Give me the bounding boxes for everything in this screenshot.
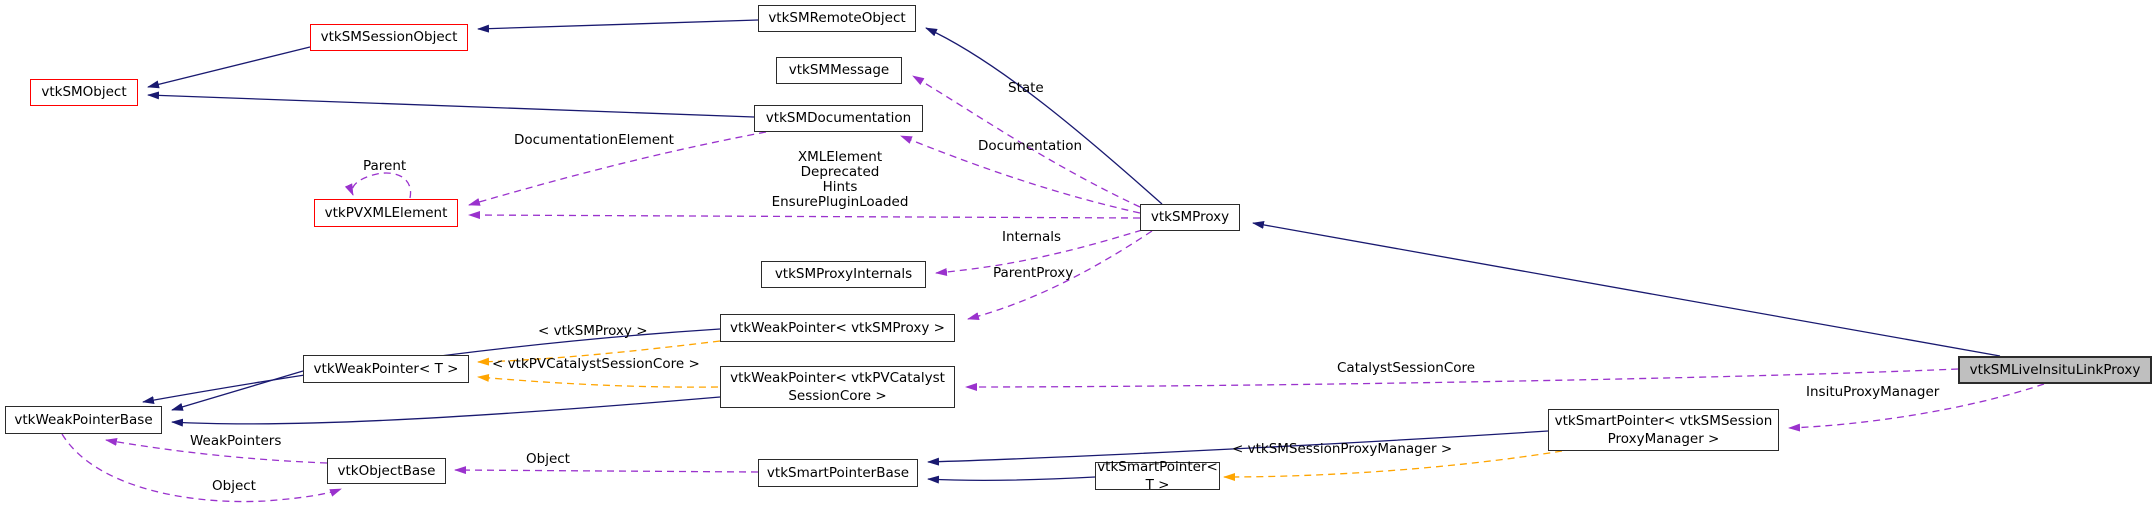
node-vtksmartpointer-vtksmsessionproxymanager[interactable]: vtkSmartPointer< vtkSMSession ProxyManag… <box>1548 409 1779 451</box>
node-vtkweakpointer-vtksmproxy[interactable]: vtkWeakPointer< vtkSMProxy > <box>720 314 955 342</box>
node-vtkweakpointerbase[interactable]: vtkWeakPointerBase <box>5 406 162 434</box>
edge-usage-xmlelement-group <box>468 211 1141 220</box>
edge-usage-parentproxy <box>967 230 1153 321</box>
node-vtksmliveinsitulinkproxy: vtkSMLiveInsituLinkProxy <box>1958 356 2152 384</box>
node-vtksmdocumentation[interactable]: vtkSMDocumentation <box>754 105 923 132</box>
edge-label-catalystsessioncore: CatalystSessionCore <box>1337 360 1476 376</box>
edge-label-object-weak: Object <box>212 478 256 494</box>
edge-inherit-documentation-to-smobject <box>147 91 755 118</box>
node-vtksmartpointerbase[interactable]: vtkSmartPointerBase <box>758 459 918 487</box>
node-vtksmproxy[interactable]: vtkSMProxy <box>1140 204 1240 231</box>
node-vtksmproxyinternals[interactable]: vtkSMProxyInternals <box>761 261 926 288</box>
edge-label-state: State <box>1008 80 1044 96</box>
edge-usage-insituproxymanager <box>1788 383 2045 432</box>
edge-usage-internals <box>935 229 1143 276</box>
edge-usage-documentationelement <box>468 131 767 206</box>
node-vtksmmessage[interactable]: vtkSMMessage <box>776 57 902 84</box>
edge-label-template-vtksmsessionproxymanager: < vtkSMSessionProxyManager > <box>1232 441 1453 457</box>
edge-inherit-remoteobject-to-sessionobject <box>477 19 759 33</box>
node-vtksmsessionobject[interactable]: vtkSMSessionObject <box>310 24 468 51</box>
edge-label-template-vtkpvcatalystsessioncore: < vtkPVCatalystSessionCore > <box>492 356 700 372</box>
edge-usage-state <box>912 75 1141 208</box>
node-vtksmartpointer-t[interactable]: vtkSmartPointer< T > <box>1095 459 1220 493</box>
node-vtkpvxmlelement[interactable]: vtkPVXMLElement <box>314 199 458 227</box>
edge-usage-parent-selfloop <box>344 172 412 199</box>
node-vtkweakpointer-vtkpvcatalystsessioncore[interactable]: vtkWeakPointer< vtkPVCatalyst SessionCor… <box>720 366 955 408</box>
edge-usage-object-from-weakpointerbase <box>61 433 342 503</box>
edge-inherit-smartpointer-spm-to-smartpointerbase <box>927 430 1549 466</box>
edge-template-vtksmsessionproxymanager <box>1223 450 1563 481</box>
edge-label-internals: Internals <box>1002 229 1062 245</box>
edge-label-parent: Parent <box>363 158 407 174</box>
edge-inherit-smproxy-to-remoteobject <box>925 27 1163 205</box>
edge-label-template-vtksmproxy: < vtkSMProxy > <box>538 323 648 339</box>
edge-label-documentation: Documentation <box>978 138 1083 154</box>
node-vtksmobject[interactable]: vtkSMObject <box>30 79 138 106</box>
edge-label-object-smart: Object <box>526 451 570 467</box>
edge-label-insituproxymanager: InsituProxyManager <box>1806 384 1940 400</box>
edge-usage-weakpointers <box>105 437 328 464</box>
edge-inherit-weakpointer-t-to-weakpointerbase <box>171 370 304 411</box>
edge-inherit-weakpointer-catalyst-to-weakpointerbase <box>171 396 721 427</box>
edge-label-weakpointers: WeakPointers <box>190 433 282 449</box>
edge-usage-catalystsessioncore <box>965 368 1959 391</box>
node-vtkobjectbase[interactable]: vtkObjectBase <box>327 458 446 484</box>
edge-label-xmlelement-group: XMLElement Deprecated Hints EnsurePlugin… <box>771 149 909 211</box>
node-vtksmremoteobject[interactable]: vtkSMRemoteObject <box>758 5 916 32</box>
edge-inherit-smartpointer-t-to-smartpointerbase <box>927 475 1096 484</box>
edge-usage-documentation <box>900 135 1141 214</box>
edge-template-vtksmproxy <box>477 340 721 366</box>
edge-label-parentproxy: ParentProxy <box>993 265 1074 281</box>
edge-inherit-sessionobject-to-smobject <box>147 46 311 89</box>
edge-template-vtkpvcatalystsessioncore <box>477 373 719 388</box>
edge-label-documentationelement: DocumentationElement <box>514 132 674 148</box>
edge-usage-object-from-smartpointerbase <box>454 466 759 475</box>
node-vtkweakpointer-t[interactable]: vtkWeakPointer< T > <box>303 355 469 383</box>
edge-inherit-liveinsitulinkproxy-to-smproxy <box>1252 220 2001 357</box>
